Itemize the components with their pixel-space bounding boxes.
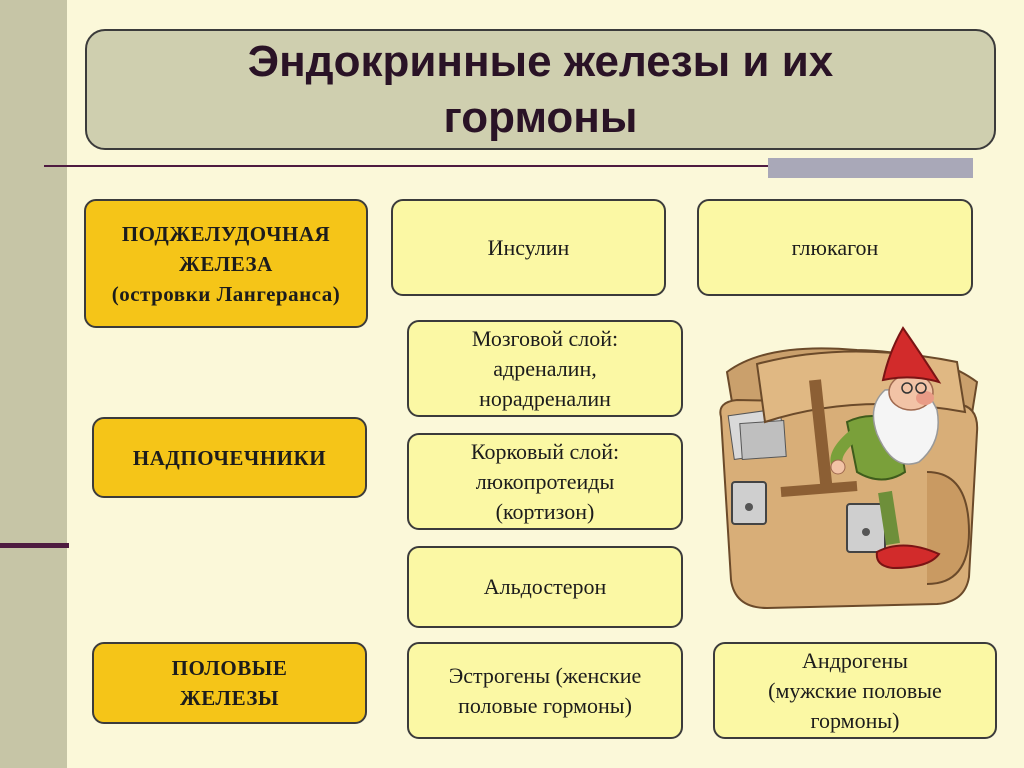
hormone-cortex: Корковый слой: люкопротеиды (кортизон) [407,433,683,530]
gland-pancreas-line2: ЖЕЛЕЗА [179,251,273,276]
hormone-androgens-line3: гормоны) [810,707,900,733]
hormone-androgens-line2: (мужские половые [768,677,942,703]
gnome-satchel-illustration [719,326,979,610]
hormone-estrogens-line2: половые гормоны) [458,692,632,718]
side-accent-bar [0,543,69,548]
hormone-androgens: Андрогены (мужские половые гормоны) [713,642,997,739]
hormone-androgens-line1: Андрогены [802,647,908,673]
gland-gonads: ПОЛОВЫЕ ЖЕЛЕЗЫ [92,642,367,724]
hormone-estrogens: Эстрогены (женские половые гормоны) [407,642,683,739]
gland-gonads-line2: ЖЕЛЕЗЫ [179,686,280,710]
hormone-insulin-label: Инсулин [487,234,570,260]
title-underline [44,165,972,167]
hormone-estrogens-line1: Эстрогены (женские [448,662,642,688]
gland-adrenal: НАДПОЧЕЧНИКИ [92,417,367,498]
hormone-cortex-line3: (кортизон) [495,498,595,524]
hormone-cortex-line2: люкопротеиды [475,468,615,494]
hormone-medulla-line3: норадреналин [479,385,611,411]
slide-title: Эндокринные железы и их гормоны [247,36,834,142]
hormone-insulin: Инсулин [391,199,666,296]
gland-pancreas-line1: ПОДЖЕЛУДОЧНАЯ [121,221,331,246]
hormone-aldosterone: Альдостерон [407,546,683,628]
hormone-medulla-line2: адреналин, [493,355,597,381]
title-underline-accent [768,158,973,178]
title-box: Эндокринные железы и их гормоны [85,29,996,150]
hormone-glucagon-label: глюкагон [791,234,879,260]
hormone-cortex-line1: Корковый слой: [470,438,620,464]
hormone-aldosterone-label: Альдостерон [483,574,607,599]
gland-pancreas-line3: (островки Лангеранса) [111,281,341,306]
hormone-medulla: Мозговой слой: адреналин, норадреналин [407,320,683,417]
hormone-medulla-line1: Мозговой слой: [471,325,619,351]
gland-adrenal-label: НАДПОЧЕЧНИКИ [132,445,327,470]
hormone-glucagon: глюкагон [697,199,973,296]
gland-pancreas: ПОДЖЕЛУДОЧНАЯ ЖЕЛЕЗА (островки Лангеранс… [84,199,368,328]
gland-gonads-line1: ПОЛОВЫЕ [171,656,288,680]
side-strip [0,0,67,768]
